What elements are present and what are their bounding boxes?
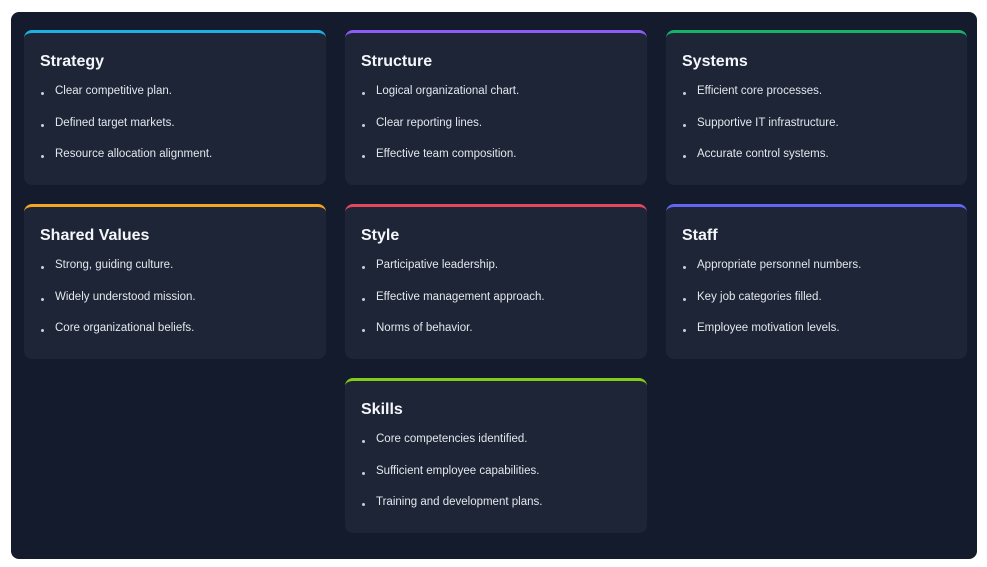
card-title: Skills <box>361 401 403 418</box>
card-title: Shared Values <box>40 227 150 244</box>
card-title: Style <box>361 227 400 244</box>
item-text: Logical organizational chart. <box>376 85 520 97</box>
card-items: Strong, guiding culture. Widely understo… <box>40 257 310 336</box>
card-staff: Staff Appropriate personnel numbers. Key… <box>666 204 967 359</box>
bullet-icon <box>41 92 44 95</box>
card-items: Appropriate personnel numbers. Key job c… <box>682 257 951 336</box>
list-item: Key job categories filled. <box>682 289 951 305</box>
list-item: Training and development plans. <box>361 494 631 510</box>
item-text: Widely understood mission. <box>55 290 196 303</box>
item-text: Norms of behavior. <box>376 322 473 334</box>
item-text: Supportive IT infrastructure. <box>697 116 839 129</box>
item-text: Employee motivation levels. <box>697 322 840 334</box>
bullet-icon <box>683 329 686 332</box>
item-text: Effective team composition. <box>376 148 517 160</box>
card-style: Style Participative leadership. Effectiv… <box>345 204 647 359</box>
diagram-canvas: Strategy Clear competitive plan. Defined… <box>11 12 977 559</box>
bullet-icon <box>362 92 365 95</box>
card-systems: Systems Efficient core processes. Suppor… <box>666 30 967 185</box>
grid-spacer <box>666 378 967 533</box>
bullet-icon <box>362 471 365 475</box>
card-items: Core competencies identified. Sufficient… <box>361 431 631 510</box>
bullet-icon <box>41 123 44 127</box>
list-item: Widely understood mission. <box>40 289 310 305</box>
list-item: Participative leadership. <box>361 257 631 273</box>
card-skills: Skills Core competencies identified. Suf… <box>345 378 647 533</box>
card-items: Logical organizational chart. Clear repo… <box>361 83 631 162</box>
bullet-icon <box>683 266 686 269</box>
card-structure: Structure Logical organizational chart. … <box>345 30 647 185</box>
item-text: Effective management approach. <box>376 290 545 303</box>
list-item: Norms of behavior. <box>361 320 631 336</box>
card-items: Efficient core processes. Supportive IT … <box>682 83 951 162</box>
list-item: Strong, guiding culture. <box>40 257 310 273</box>
list-item: Core competencies identified. <box>361 431 631 447</box>
bullet-icon <box>362 155 365 158</box>
seven-s-grid: Strategy Clear competitive plan. Defined… <box>24 30 967 533</box>
bullet-icon <box>362 123 365 127</box>
bullet-icon <box>41 297 44 301</box>
grid-spacer <box>24 378 326 533</box>
bullet-icon <box>41 329 44 332</box>
card-title: Structure <box>361 53 433 70</box>
list-item: Effective team composition. <box>361 146 631 162</box>
bullet-icon <box>362 440 365 443</box>
list-item: Appropriate personnel numbers. <box>682 257 951 273</box>
item-text: Defined target markets. <box>55 116 175 129</box>
item-text: Key job categories filled. <box>697 290 822 303</box>
item-text: Appropriate personnel numbers. <box>697 259 862 271</box>
bullet-icon <box>362 266 365 269</box>
item-text: Sufficient employee capabilities. <box>376 464 540 477</box>
bullet-icon <box>683 155 686 158</box>
item-text: Core competencies identified. <box>376 433 528 445</box>
bullet-icon <box>683 92 686 95</box>
item-text: Clear reporting lines. <box>376 116 483 129</box>
list-item: Logical organizational chart. <box>361 83 631 99</box>
item-text: Resource allocation alignment. <box>55 148 213 160</box>
bullet-icon <box>683 297 686 301</box>
list-item: Resource allocation alignment. <box>40 146 310 162</box>
bullet-icon <box>362 297 365 301</box>
card-strategy: Strategy Clear competitive plan. Defined… <box>24 30 326 185</box>
bullet-icon <box>362 329 365 332</box>
card-title: Staff <box>682 227 718 244</box>
item-text: Efficient core processes. <box>697 85 823 97</box>
list-item: Accurate control systems. <box>682 146 951 162</box>
list-item: Effective management approach. <box>361 289 631 305</box>
bullet-icon <box>41 266 44 269</box>
item-text: Clear competitive plan. <box>55 85 172 97</box>
card-shared-values: Shared Values Strong, guiding culture. W… <box>24 204 326 359</box>
list-item: Efficient core processes. <box>682 83 951 99</box>
item-text: Training and development plans. <box>376 496 543 508</box>
card-title: Systems <box>682 53 748 70</box>
bullet-icon <box>683 123 686 127</box>
card-items: Participative leadership. Effective mana… <box>361 257 631 336</box>
list-item: Sufficient employee capabilities. <box>361 463 631 479</box>
list-item: Clear reporting lines. <box>361 115 631 131</box>
list-item: Employee motivation levels. <box>682 320 951 336</box>
item-text: Accurate control systems. <box>697 148 829 160</box>
item-text: Participative leadership. <box>376 259 499 271</box>
list-item: Core organizational beliefs. <box>40 320 310 336</box>
list-item: Clear competitive plan. <box>40 83 310 99</box>
item-text: Core organizational beliefs. <box>55 322 195 334</box>
card-items: Clear competitive plan. Defined target m… <box>40 83 310 162</box>
bullet-icon <box>41 155 44 158</box>
bullet-icon <box>362 503 365 506</box>
item-text: Strong, guiding culture. <box>55 259 174 271</box>
list-item: Defined target markets. <box>40 115 310 131</box>
card-title: Strategy <box>40 53 105 70</box>
list-item: Supportive IT infrastructure. <box>682 115 951 131</box>
